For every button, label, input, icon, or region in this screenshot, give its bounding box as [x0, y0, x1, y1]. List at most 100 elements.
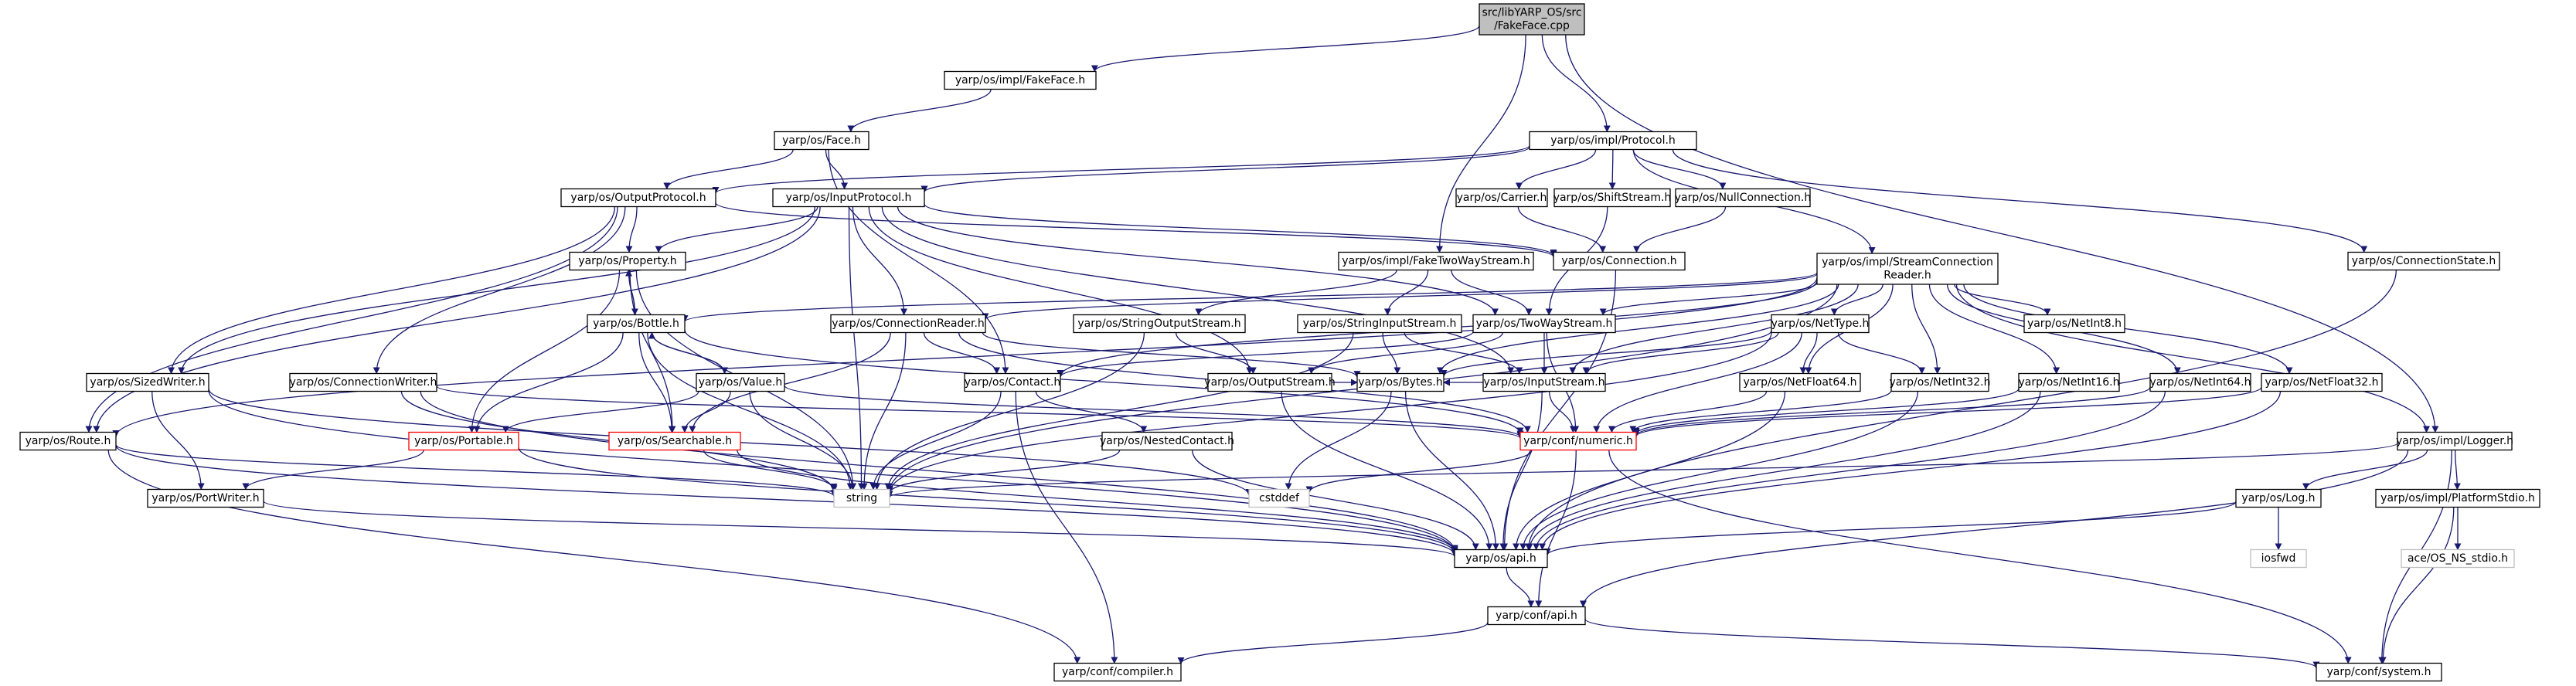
node-root[interactable]: src/libYARP_OS/src/FakeFace.cpp — [1479, 3, 1585, 36]
node-stringoutputstream[interactable]: yarp/os/StringOutputStream.h — [1073, 314, 1246, 334]
node-confapi[interactable]: yarp/conf/api.h — [1487, 606, 1586, 626]
node-box — [2375, 488, 2540, 508]
node-log[interactable]: yarp/os/Log.h — [2235, 488, 2322, 508]
node-outputprotocol[interactable]: yarp/os/OutputProtocol.h — [560, 188, 716, 208]
node-nettype[interactable]: yarp/os/NetType.h — [1771, 314, 1870, 334]
node-connection[interactable]: yarp/os/Connection.h — [1553, 251, 1686, 271]
node-inputstream[interactable]: yarp/os/InputStream.h — [1482, 372, 1606, 392]
node-connectionwriter[interactable]: yarp/os/ConnectionWriter.h — [289, 372, 437, 392]
node-label: yarp/conf/api.h — [1496, 610, 1577, 622]
edge-protocol-to-outputprotocol — [712, 144, 1530, 195]
node-iosfwd[interactable]: iosfwd — [2250, 548, 2307, 569]
node-box — [1338, 251, 1534, 271]
edge-portable-to-portwriter — [242, 450, 424, 491]
edge-protocol-to-shiftstream — [1608, 149, 1616, 190]
edge-nestedcontact-to-string — [886, 450, 1121, 494]
edge-value-to-string — [749, 391, 856, 491]
edge-streamconnreader-to-netint16 — [1928, 284, 2060, 375]
node-faketwoway[interactable]: yarp/os/impl/FakeTwoWayStream.h — [1338, 251, 1534, 271]
edges-layer — [85, 25, 2462, 669]
node-netint64[interactable]: yarp/os/NetInt64.h — [2149, 372, 2251, 392]
node-protocol[interactable]: yarp/os/impl/Protocol.h — [1529, 131, 1697, 151]
node-logger[interactable]: yarp/os/impl/Logger.h — [2396, 431, 2513, 451]
edge-faketwoway-to-stringoutputstream — [1195, 270, 1397, 316]
node-route[interactable]: yarp/os/Route.h — [19, 431, 117, 451]
node-stringinputstream[interactable]: yarp/os/StringInputStream.h — [1297, 314, 1462, 334]
node-nullconnection[interactable]: yarp/os/NullConnection.h — [1675, 188, 1811, 208]
node-connectionstate[interactable]: yarp/os/ConnectionState.h — [2347, 251, 2500, 271]
node-label: string — [846, 492, 877, 504]
node-netint8[interactable]: yarp/os/NetInt8.h — [2023, 314, 2125, 334]
edge-connectionstate-to-api — [1525, 270, 2397, 551]
node-fakeface[interactable]: yarp/os/impl/FakeFace.h — [944, 70, 1097, 90]
edge-stringoutputstream-to-outputstream — [1175, 332, 1257, 375]
edge-nettype-to-confnumeric — [1593, 332, 1802, 433]
edge-portable-to-api — [518, 447, 1458, 555]
node-cstddef[interactable]: cstddef — [1248, 488, 1310, 508]
edge-inputstream-to-confnumeric — [1549, 391, 1577, 433]
node-box — [2316, 662, 2442, 682]
node-value[interactable]: yarp/os/Value.h — [696, 372, 785, 392]
node-box — [1479, 3, 1585, 36]
edge-inputprotocol-to-route — [93, 206, 821, 433]
node-box — [1455, 188, 1548, 208]
node-box — [19, 431, 117, 451]
edge-face-to-contact — [828, 149, 1009, 375]
node-netfloat64[interactable]: yarp/os/NetFloat64.h — [1739, 372, 1861, 392]
edge-streamconnreader-to-bytes — [1436, 284, 1839, 375]
node-netfloat32[interactable]: yarp/os/NetFloat32.h — [2261, 372, 2383, 392]
node-inputprotocol[interactable]: yarp/os/InputProtocol.h — [772, 188, 925, 208]
node-confsystem[interactable]: yarp/conf/system.h — [2316, 662, 2442, 682]
node-string[interactable]: string — [833, 488, 890, 508]
node-label: yarp/os/NetInt64.h — [2149, 376, 2251, 389]
node-box — [830, 314, 986, 334]
node-box — [1482, 372, 1606, 392]
node-box — [2347, 251, 2500, 271]
edge-streamconnreader-to-connectionreader — [982, 273, 1818, 321]
node-box — [772, 188, 925, 208]
node-box — [1073, 314, 1246, 334]
node-nestedcontact[interactable]: yarp/os/NestedContact.h — [1100, 431, 1234, 451]
node-box — [2149, 372, 2251, 392]
node-sizedwriter[interactable]: yarp/os/SizedWriter.h — [86, 372, 209, 392]
edge-protocol-to-carrier — [1515, 149, 1597, 190]
node-property[interactable]: yarp/os/Property.h — [569, 251, 686, 271]
node-confcompiler[interactable]: yarp/conf/compiler.h — [1053, 662, 1182, 682]
node-bytes[interactable]: yarp/os/Bytes.h — [1356, 372, 1445, 392]
node-face[interactable]: yarp/os/Face.h — [774, 131, 869, 151]
node-shiftstream[interactable]: yarp/os/ShiftStream.h — [1553, 188, 1672, 208]
node-netint16[interactable]: yarp/os/NetInt16.h — [2018, 372, 2120, 392]
node-carrier[interactable]: yarp/os/Carrier.h — [1455, 188, 1548, 208]
node-searchable[interactable]: yarp/os/Searchable.h — [608, 431, 741, 451]
node-box — [1454, 548, 1548, 569]
edge-face-to-outputprotocol — [663, 149, 794, 190]
node-platformstdio[interactable]: yarp/os/impl/PlatformStdio.h — [2375, 488, 2540, 508]
node-portwriter[interactable]: yarp/os/PortWriter.h — [147, 488, 264, 508]
node-netint32[interactable]: yarp/os/NetInt32.h — [1889, 372, 1991, 392]
node-label: yarp/os/Bottle.h — [593, 318, 679, 330]
node-label: yarp/os/InputProtocol.h — [786, 192, 912, 204]
node-connectionreader[interactable]: yarp/os/ConnectionReader.h — [830, 314, 986, 334]
edge-root-to-fakeface — [1091, 25, 1480, 73]
edge-nettype-to-bytes — [1440, 330, 1772, 378]
node-label: yarp/os/NetInt16.h — [2018, 376, 2119, 389]
node-portable[interactable]: yarp/os/Portable.h — [408, 431, 519, 451]
node-box — [1890, 372, 1989, 392]
edge-connection-to-api — [1501, 270, 1617, 551]
node-box — [2235, 488, 2322, 508]
node-contact[interactable]: yarp/os/Contact.h — [964, 372, 1061, 392]
node-outputstream[interactable]: yarp/os/OutputStream.h — [1204, 372, 1336, 392]
node-bottle[interactable]: yarp/os/Bottle.h — [587, 314, 686, 334]
node-confnumeric[interactable]: yarp/conf/numeric.h — [1519, 431, 1637, 451]
edge-route-to-string — [115, 443, 838, 498]
node-twowaystream[interactable]: yarp/os/TwoWayStream.h — [1472, 314, 1616, 334]
edge-contact-to-nestedcontact — [1035, 391, 1148, 433]
edge-streamconnreader-to-twowaystream — [1599, 282, 1818, 316]
edge-face-to-inputprotocol — [825, 149, 849, 190]
edge-connectionreader-to-bytes — [982, 332, 1361, 379]
edge-bytes-to-cstddef — [1285, 391, 1392, 491]
edge-streamconnreader-to-inputstream — [1569, 284, 1859, 375]
node-api[interactable]: yarp/os/api.h — [1454, 548, 1548, 569]
node-acestdio[interactable]: ace/OS_NS_stdio.h — [2401, 548, 2515, 569]
